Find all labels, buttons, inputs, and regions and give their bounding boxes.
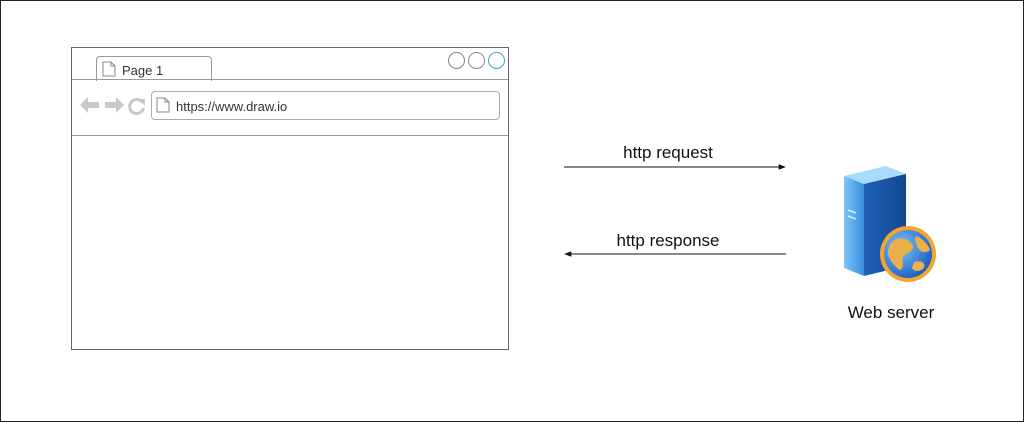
reload-icon[interactable] [128,97,146,115]
request-label: http request [623,143,713,162]
url-bar[interactable]: https://www.draw.io [151,91,500,120]
response-label: http response [616,231,720,250]
window-button-close[interactable] [488,52,505,69]
server-icon [844,166,936,282]
server-label: Web server [847,303,935,322]
forward-arrow-icon[interactable] [104,97,124,113]
document-icon [156,97,170,113]
globe-icon [880,226,936,282]
back-arrow-icon[interactable] [80,97,100,113]
document-icon [102,61,116,77]
tab-label: Page 1 [122,63,164,78]
url-text: https://www.draw.io [176,99,288,114]
toolbar-divider [72,135,508,136]
browser-tab[interactable]: Page 1 [96,56,212,81]
window-button-minimize[interactable] [448,52,465,69]
browser-window: Page 1 https://www.draw.io [71,47,509,350]
tab-divider [72,79,508,80]
window-button-maximize[interactable] [468,52,485,69]
